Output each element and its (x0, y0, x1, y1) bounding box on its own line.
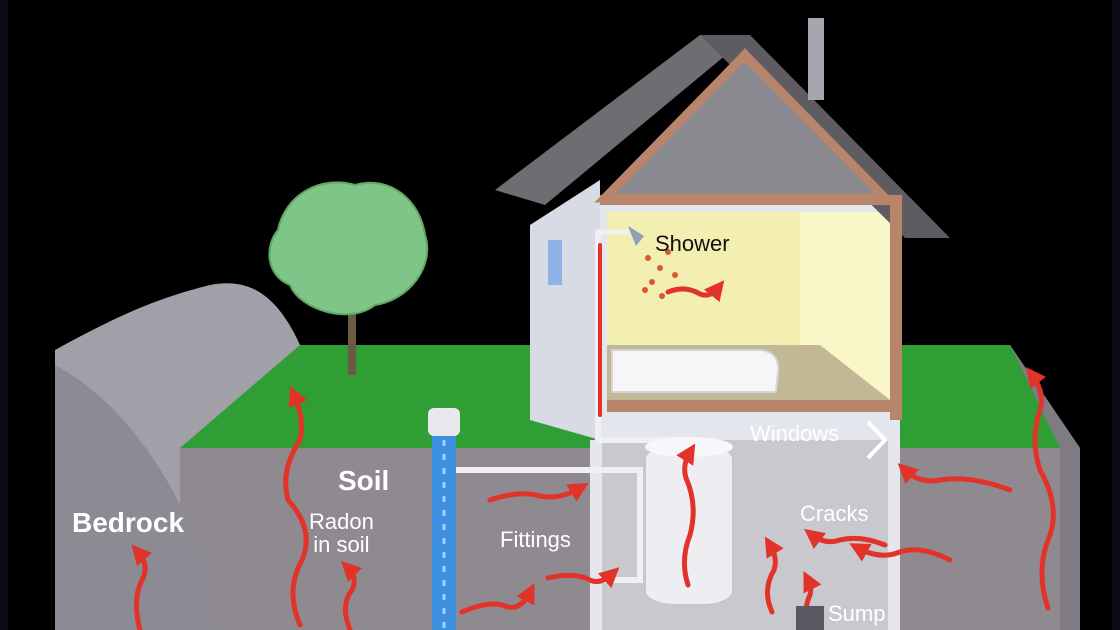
shower-spray (642, 249, 678, 299)
tree-trunk (348, 295, 356, 375)
right-border (1112, 0, 1120, 630)
radon-arrow-cracks-1 (849, 543, 953, 563)
chimney (808, 18, 824, 100)
radon-arrow-soil-1 (283, 385, 309, 628)
radon-arrow-floor (764, 536, 784, 615)
floor-beam (607, 400, 890, 412)
radon-arrow-heater (676, 443, 696, 588)
label-windows: Windows (750, 421, 840, 446)
radon-arrow-fittings (487, 482, 589, 503)
ceiling-beam (600, 195, 890, 205)
water-pipe (456, 467, 643, 583)
radon-arrow-well (459, 583, 535, 615)
radon-arrow-windows (897, 463, 1013, 493)
radon-arrow-right (1025, 367, 1056, 611)
basement-wall-right (888, 440, 900, 630)
label-shower: Shower (655, 231, 730, 256)
sump-pit (796, 606, 824, 630)
well-shaft (432, 432, 456, 630)
label-radon-line2: in soil (313, 532, 370, 558)
left-border (0, 0, 8, 630)
radon-arrow-fittings-2 (545, 567, 620, 589)
label-radon-line1: Radon (309, 509, 374, 534)
label-cracks: Cracks (800, 501, 869, 526)
radon-arrow-soil-2 (340, 560, 363, 630)
house-post (890, 195, 902, 420)
radon-arrow-shower (665, 280, 725, 303)
label-radon-in-soil: Radon in soil (309, 510, 374, 556)
roof-left (495, 35, 750, 205)
label-fittings: Fittings (500, 527, 571, 552)
basement-window (866, 420, 888, 460)
radon-arrows (131, 243, 1056, 630)
soil-side (1010, 345, 1080, 630)
label-sump: Sump (828, 601, 886, 626)
label-soil: Soil (338, 465, 390, 496)
well-cap (428, 408, 460, 436)
shower-head (628, 226, 644, 246)
attic-gable (600, 48, 890, 200)
house-side-wall (530, 180, 600, 440)
bathtub (611, 349, 780, 393)
tree-canopy (268, 181, 429, 316)
radon-arrow-bedrock (131, 544, 153, 630)
radon-arrow-cracks-2 (804, 528, 888, 550)
label-bedrock: Bedrock (72, 507, 185, 538)
side-window (548, 240, 562, 285)
bedrock-face (55, 365, 215, 630)
